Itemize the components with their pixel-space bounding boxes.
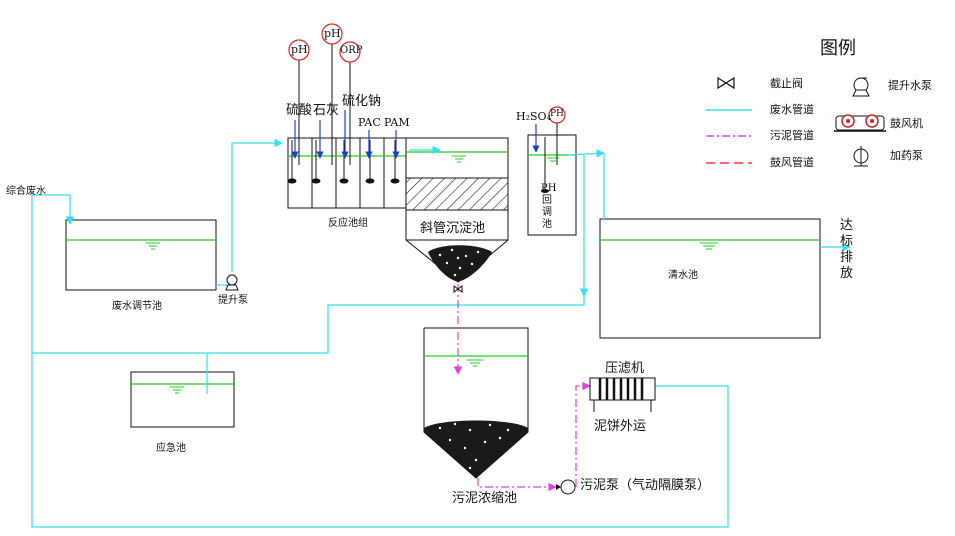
legend-blower-icon	[834, 114, 886, 132]
sludge-pump-icon	[556, 479, 576, 495]
ph-sensor-1-label: pH	[291, 43, 308, 56]
filter-press-icon	[589, 377, 656, 412]
lime-label: 石灰	[313, 103, 340, 118]
sludge-thickener-label: 污泥浓缩池	[452, 491, 518, 506]
legend-dosing-pump-icon	[853, 146, 869, 167]
ph-adjust-tank	[527, 134, 577, 236]
sludge-pipes	[453, 284, 591, 492]
sludge-pump-label: 污泥泵（气动隔膜泵）	[580, 478, 711, 493]
lift-pump-label: 提升泵	[218, 295, 248, 306]
inclined-tube-settler	[405, 137, 509, 283]
clear-water-tank	[599, 218, 821, 339]
orp-sensor	[339, 41, 361, 63]
ph-sensor-2-label: pH	[324, 27, 341, 40]
legend-dosing-pump-label: 加药泵	[890, 149, 923, 162]
reaction-tank-group	[287, 137, 407, 209]
cake-out-label: 泥饼外运	[594, 419, 647, 434]
ph-sensor-3-label: PH	[550, 109, 564, 119]
wastewater-pipes	[31, 138, 851, 528]
legend-air-label: 鼓风管道	[770, 156, 814, 169]
emergency-tank	[130, 371, 235, 428]
filter-press-label: 压滤机	[605, 361, 645, 376]
reaction-group-label: 反应池组	[328, 218, 368, 229]
legend-valve-label: 截止阀	[770, 77, 803, 90]
dosing-lines	[291, 110, 540, 159]
pac-label: PAC	[358, 116, 381, 129]
inclined-settler-label: 斜管沉淀池	[420, 221, 486, 236]
legend-blower-label: 鼓风机	[890, 117, 923, 130]
pam-label: PAM	[384, 116, 410, 129]
legend-lift-pump-label: 提升水泵	[888, 79, 932, 92]
ph-adjust-label: PH回调池	[541, 183, 557, 230]
equalization-tank-label: 废水调节池	[112, 301, 162, 312]
legend-title: 图例	[820, 38, 856, 59]
lift-pump-icon	[225, 274, 239, 291]
sodium-sulfide-label: 硫化钠	[342, 94, 382, 109]
legend-valve-icon	[717, 76, 735, 90]
valve-icon	[453, 285, 463, 293]
mixed-wastewater-label: 综合废水	[6, 186, 46, 197]
sludge-thickener	[423, 327, 529, 479]
legend	[706, 76, 886, 167]
h2so4-label: H₂SO₄	[516, 110, 551, 123]
legend-sludge-label: 污泥管道	[770, 129, 814, 142]
legend-lift-pump-icon	[852, 77, 870, 97]
ph-sensor-3	[548, 106, 566, 124]
ph-sensor-2	[321, 23, 343, 45]
ph-sensor-1	[288, 39, 310, 61]
discharge-label: 达标排放	[840, 218, 854, 281]
orp-sensor-label: ORP	[340, 45, 363, 56]
legend-wastewater-label: 废水管道	[770, 103, 814, 116]
equalization-tank	[65, 219, 217, 291]
sulfuric-acid-label: 硫酸	[286, 103, 313, 118]
emergency-tank-label: 应急池	[156, 443, 186, 454]
clear-water-label: 清水池	[668, 270, 698, 281]
